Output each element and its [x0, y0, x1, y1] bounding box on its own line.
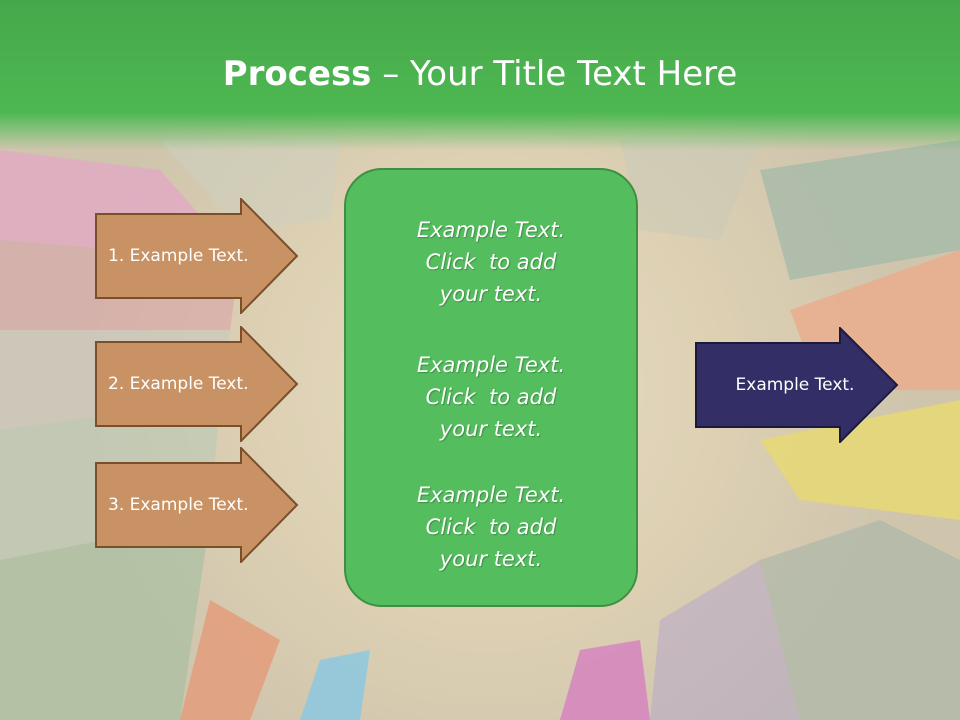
center-block-3: Example Text. Click to add your text.	[346, 479, 636, 575]
step-arrow-3[interactable]: 3. Example Text.	[95, 447, 299, 563]
output-arrow-label: Example Text.	[735, 375, 855, 395]
center-block-line: your text.	[439, 547, 543, 571]
step-arrow-2[interactable]: 2. Example Text.	[95, 326, 299, 442]
center-block-line: your text.	[439, 417, 543, 441]
center-block-1: Example Text. Click to add your text.	[346, 214, 636, 310]
center-text-box[interactable]: Example Text. Click to add your text. Ex…	[344, 168, 638, 607]
center-block-line: Example Text.	[416, 218, 566, 242]
center-block-line: your text.	[439, 282, 543, 306]
title-bold: Process	[222, 54, 372, 94]
center-block-line: Click to add	[425, 250, 557, 274]
title-bar	[0, 0, 960, 150]
step-arrow-1-label: 1. Example Text.	[108, 246, 249, 266]
center-block-line: Click to add	[425, 385, 557, 409]
center-block-2: Example Text. Click to add your text.	[346, 349, 636, 445]
center-block-line: Click to add	[425, 515, 557, 539]
slide-title: Process – Your Title Text Here	[0, 52, 960, 96]
step-arrow-2-label: 2. Example Text.	[108, 374, 249, 394]
output-arrow[interactable]: Example Text.	[695, 327, 899, 443]
title-rest: – Your Title Text Here	[371, 54, 738, 94]
center-block-line: Example Text.	[416, 483, 566, 507]
step-arrow-3-label: 3. Example Text.	[108, 495, 249, 515]
center-block-line: Example Text.	[416, 353, 566, 377]
step-arrow-1[interactable]: 1. Example Text.	[95, 198, 299, 314]
